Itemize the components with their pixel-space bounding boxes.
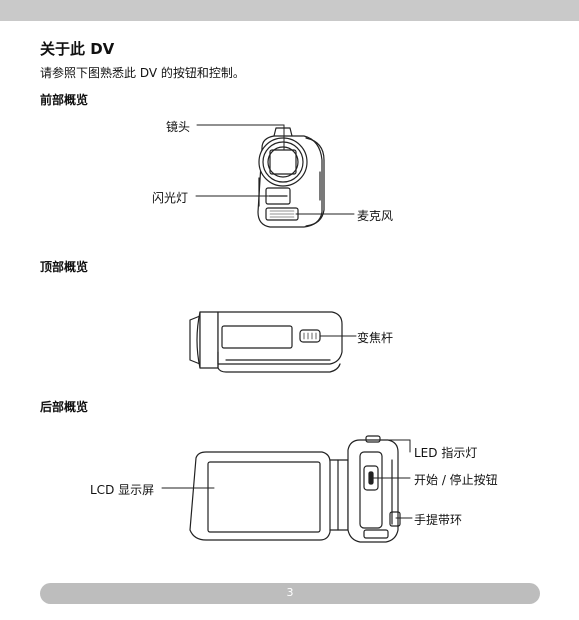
front-view-drawing — [195, 124, 355, 228]
lens-label: 镜头 — [166, 120, 191, 134]
zoom-lever-label: 变焦杆 — [357, 331, 394, 345]
back-view-drawing — [161, 435, 413, 543]
page-title: 关于此 DV — [40, 40, 115, 58]
led-label: LED 指示灯 — [414, 446, 478, 460]
front-view-heading: 前部概览 — [40, 93, 89, 107]
top-view-heading: 顶部概览 — [40, 260, 89, 274]
mic-label: 麦克风 — [357, 209, 394, 223]
page-number: 3 — [286, 586, 294, 599]
intro-text: 请参照下图熟悉此 DV 的按钮和控制。 — [40, 66, 245, 80]
record-button-label: 开始 / 停止按钮 — [414, 473, 498, 487]
flash-label: 闪光灯 — [152, 191, 189, 205]
header-bar — [0, 0, 579, 21]
strap-loop-label: 手提带环 — [414, 513, 463, 527]
lcd-label: LCD 显示屏 — [90, 483, 155, 497]
top-view-drawing — [189, 311, 357, 373]
back-view-heading: 后部概览 — [40, 400, 89, 414]
footer-bar: 3 — [40, 583, 540, 604]
